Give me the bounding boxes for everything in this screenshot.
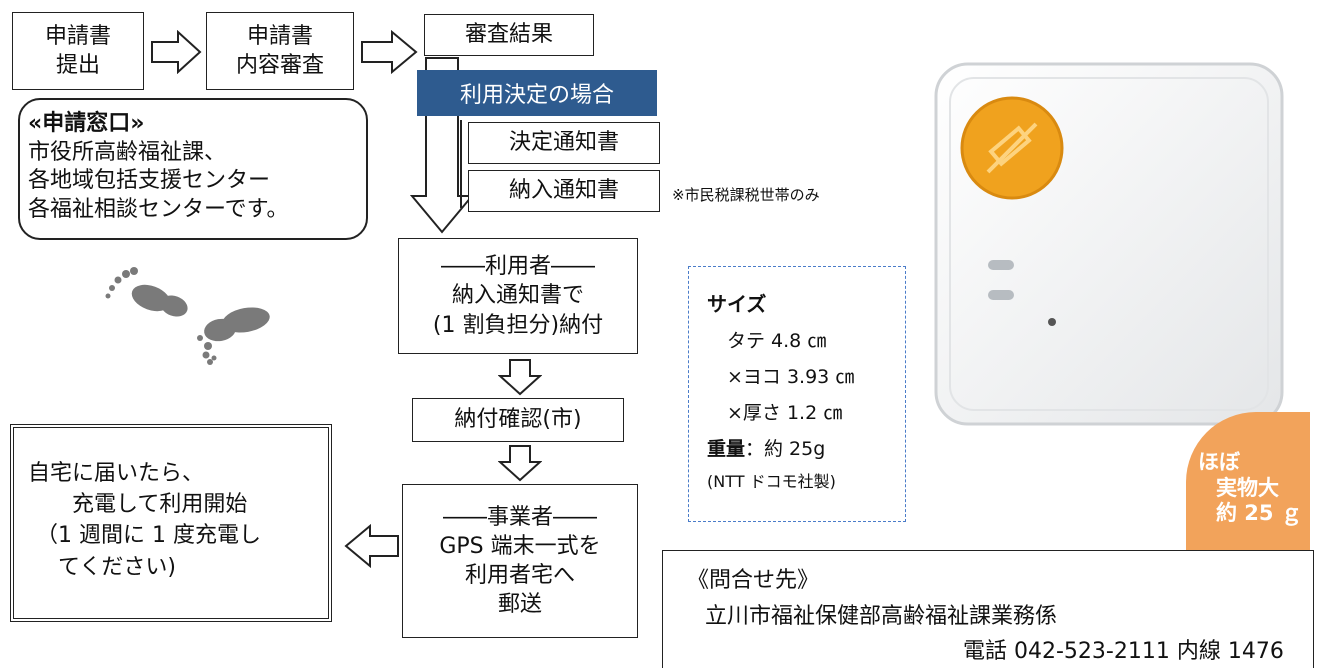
step-review-box: 申請書 内容審査: [206, 12, 354, 90]
notice-decision-box: 決定通知書: [468, 122, 660, 164]
gps-device-image: [930, 60, 1292, 430]
decision-banner: 利用決定の場合: [417, 70, 657, 116]
spec-maker: (NTT ドコモ社製): [707, 472, 836, 492]
vendor-shipping-box: ――事業者―― GPS 端末一式を 利用者宅へ 郵送: [402, 484, 638, 638]
step-review-line2: 内容審査: [235, 53, 324, 78]
actual-size-badge: ほぼ 実物大 約 25 ｇ: [1186, 412, 1310, 550]
notice-decision-label: 決定通知書: [508, 130, 619, 156]
down-arrow-icon: [498, 444, 542, 482]
device-spec-box: サイズ タテ 4.8 ㎝ ×ヨコ 3.93 ㎝ ×厚さ 1.2 ㎝ 重量：約 2…: [688, 266, 906, 522]
spec-weight: 重量：約 25g: [707, 431, 905, 467]
contact-heading: 《問合せ先》: [687, 568, 820, 593]
spec-weight-value: ：約 25g: [745, 438, 826, 461]
left-arrow-icon: [344, 524, 400, 568]
start-usage-line: 自宅に届いたら、: [28, 461, 205, 486]
payment-confirm-box: 納付確認(市): [412, 398, 624, 442]
step-submit-line2: 提出: [55, 53, 100, 78]
notice-payment-box: 納入通知書: [468, 170, 660, 212]
step-submit-box: 申請書 提出: [12, 12, 144, 90]
start-usage-line: てください): [58, 554, 176, 580]
spec-weight-label: 重量: [707, 438, 746, 461]
user-payment-line: (1 割負担分)納付: [432, 312, 604, 338]
down-arrow-icon: [498, 358, 542, 396]
contact-phone: 電話 042-523-2111 内線 1476: [963, 639, 1284, 665]
badge-line3: 約 25 ｇ: [1216, 501, 1302, 526]
spec-height: タテ 4.8 ㎝: [727, 330, 827, 352]
right-arrow-icon: [150, 30, 202, 74]
badge-line2: 実物大: [1216, 475, 1279, 500]
vendor-shipping-line: ――事業者――: [442, 504, 597, 530]
notice-bracket: [460, 120, 470, 208]
right-arrow-icon: [360, 30, 418, 74]
user-payment-line: 納入通知書で: [451, 283, 584, 309]
contact-box: 《問合せ先》 立川市福祉保健部高齢福祉課業務係 電話 042-523-2111 …: [662, 550, 1314, 668]
step-result-box: 審査結果: [424, 14, 594, 56]
step-result-label: 審査結果: [464, 22, 553, 48]
user-payment-line: ――利用者――: [440, 254, 595, 280]
application-window-callout: «申請窓口» 市役所高齢福祉課、 各地域包括支援センター 各福祉相談センターです…: [18, 98, 368, 240]
step-review-line1: 申請書: [246, 23, 313, 49]
start-usage-line: 充電して利用開始: [72, 492, 248, 518]
user-payment-box: ――利用者―― 納入通知書で (1 割負担分)納付: [398, 238, 638, 354]
spec-width: ×ヨコ 3.93 ㎝: [727, 366, 855, 389]
application-window-line: 市役所高齢福祉課、: [28, 139, 227, 165]
application-window-line: 各福祉相談センターです。: [28, 196, 289, 222]
footprints-icon: [96, 258, 286, 372]
spec-heading: サイズ: [707, 292, 767, 316]
vendor-shipping-line: GPS 端末一式を: [439, 533, 601, 559]
start-usage-box: 自宅に届いたら、 充電して利用開始 （1 週間に 1 度充電し てください): [10, 424, 332, 622]
application-window-title: «申請窓口»: [28, 111, 145, 136]
start-usage-line: （1 週間に 1 度充電し: [36, 523, 261, 549]
notice-payment-label: 納入通知書: [508, 178, 619, 204]
badge-line1: ほぼ: [1198, 450, 1240, 474]
contact-dept: 立川市福祉保健部高齢福祉課業務係: [705, 603, 1058, 629]
step-submit-line1: 申請書: [44, 23, 111, 49]
vendor-shipping-line: 郵送: [497, 592, 542, 618]
application-window-line: 各地域包括支援センター: [28, 168, 271, 194]
decision-banner-label: 利用決定の場合: [459, 83, 614, 108]
spec-thickness: ×厚さ 1.2 ㎝: [727, 402, 843, 425]
vendor-shipping-line: 利用者宅へ: [464, 563, 575, 588]
notice-payment-note: ※市民税課税世帯のみ: [672, 186, 820, 204]
payment-confirm-label: 納付確認(市): [454, 407, 582, 433]
